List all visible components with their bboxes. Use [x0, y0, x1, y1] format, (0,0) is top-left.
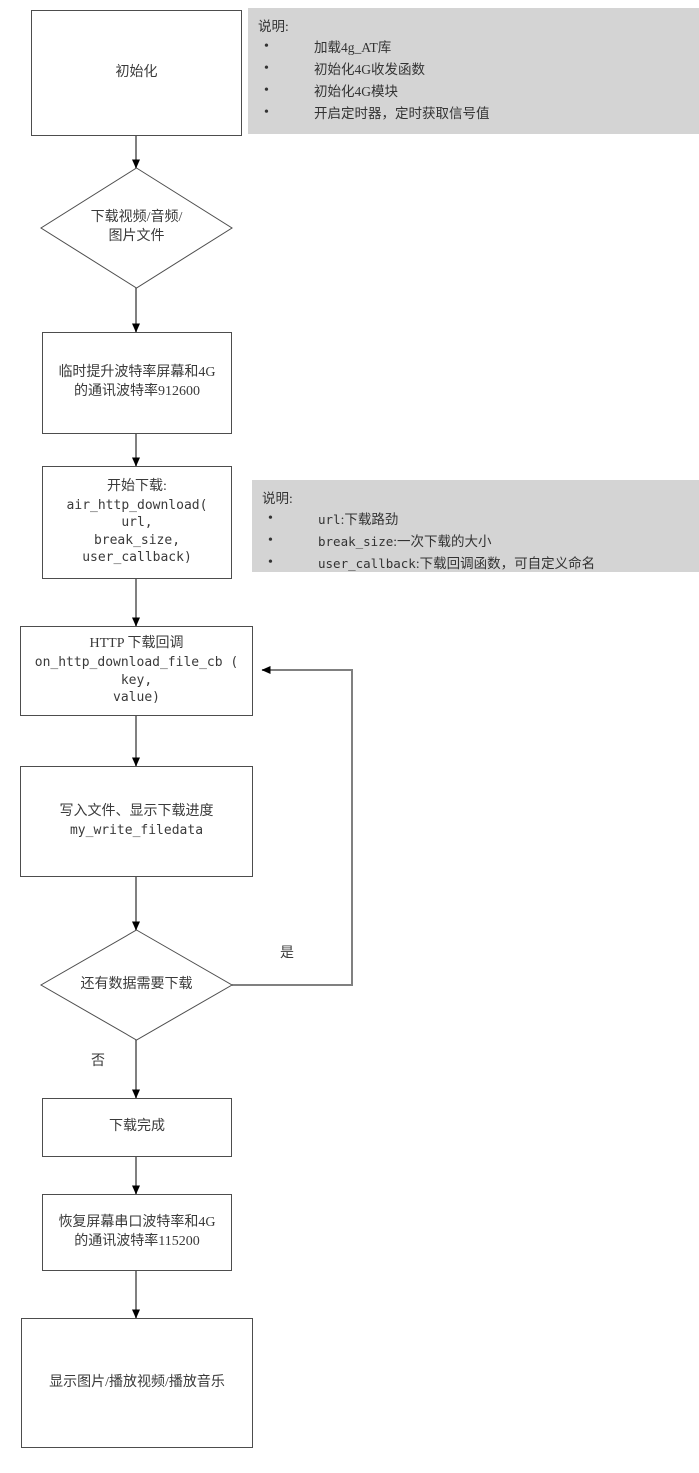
- node-decide-more-label: 还有数据需要下载: [80, 976, 193, 992]
- node-start-download-title: 开始下载:: [107, 478, 167, 494]
- node-http-callback-code: on_http_download_file_cb ( key, value): [34, 655, 239, 706]
- node-decide-download-label: 下载视频/音频/ 图片文件: [90, 210, 183, 244]
- node-start-download[interactable]: 开始下载: air_http_download( url, break_size…: [42, 466, 232, 579]
- node-play-media[interactable]: 显示图片/播放视频/播放音乐: [21, 1318, 253, 1448]
- node-download-done[interactable]: 下载完成: [42, 1098, 232, 1157]
- node-download-done-label: 下载完成: [109, 1119, 165, 1135]
- note-download-params: 说明: url:下载路劲 break_size:一次下载的大小 user_cal…: [252, 480, 699, 575]
- edge-label-yes: 是: [280, 946, 294, 961]
- edge-label-no: 否: [91, 1054, 105, 1069]
- node-http-callback[interactable]: HTTP 下载回调 on_http_download_file_cb ( key…: [20, 626, 253, 716]
- node-restore-baud-label: 恢复屏幕串口波特率和4G 的通讯波特率115200: [58, 1214, 216, 1249]
- note-download-item: break_size:一次下载的大小: [262, 530, 689, 553]
- note-init-title: 说明:: [258, 19, 289, 34]
- diamond-shape: [40, 167, 233, 289]
- node-raise-baud-label: 临时提升波特率屏幕和4G 的通讯波特率912600: [58, 365, 216, 399]
- note-init: 说明: 加载4g_AT库 初始化4G收发函数 初始化4G模块 开启定时器，定时获…: [248, 8, 699, 134]
- node-raise-baud[interactable]: 临时提升波特率屏幕和4G 的通讯波特率912600: [42, 332, 232, 434]
- node-write-file-code: my_write_filedata: [69, 823, 204, 839]
- node-start-download-code: air_http_download( url, break_size, user…: [66, 497, 208, 566]
- node-http-callback-title: HTTP 下载回调: [89, 636, 184, 652]
- note-download-list: url:下载路劲 break_size:一次下载的大小 user_callbac…: [262, 508, 689, 575]
- node-decide-download[interactable]: 下载视频/音频/ 图片文件: [40, 167, 233, 289]
- diamond-shape: [39, 929, 234, 1041]
- note-init-item: 开启定时器，定时获取信号值: [258, 102, 689, 125]
- node-restore-baud[interactable]: 恢复屏幕串口波特率和4G 的通讯波特率115200: [42, 1194, 232, 1271]
- node-decide-more[interactable]: 还有数据需要下载: [39, 929, 234, 1041]
- note-init-list: 加载4g_AT库 初始化4G收发函数 初始化4G模块 开启定时器，定时获取信号值: [258, 36, 689, 125]
- note-download-title: 说明:: [262, 491, 293, 506]
- node-init[interactable]: 初始化: [31, 10, 242, 136]
- node-write-file-title: 写入文件、显示下载进度: [59, 804, 214, 820]
- node-write-file[interactable]: 写入文件、显示下载进度 my_write_filedata: [20, 766, 253, 877]
- note-init-item: 加载4g_AT库: [258, 36, 689, 59]
- note-init-item: 初始化4G收发函数: [258, 58, 689, 81]
- node-play-media-label: 显示图片/播放视频/播放音乐: [49, 1374, 225, 1390]
- note-init-item: 初始化4G模块: [258, 80, 689, 103]
- note-download-item: url:下载路劲: [262, 508, 689, 531]
- note-download-item: user_callback:下载回调函数，可自定义命名: [262, 552, 689, 575]
- node-init-label: 初始化: [115, 64, 158, 80]
